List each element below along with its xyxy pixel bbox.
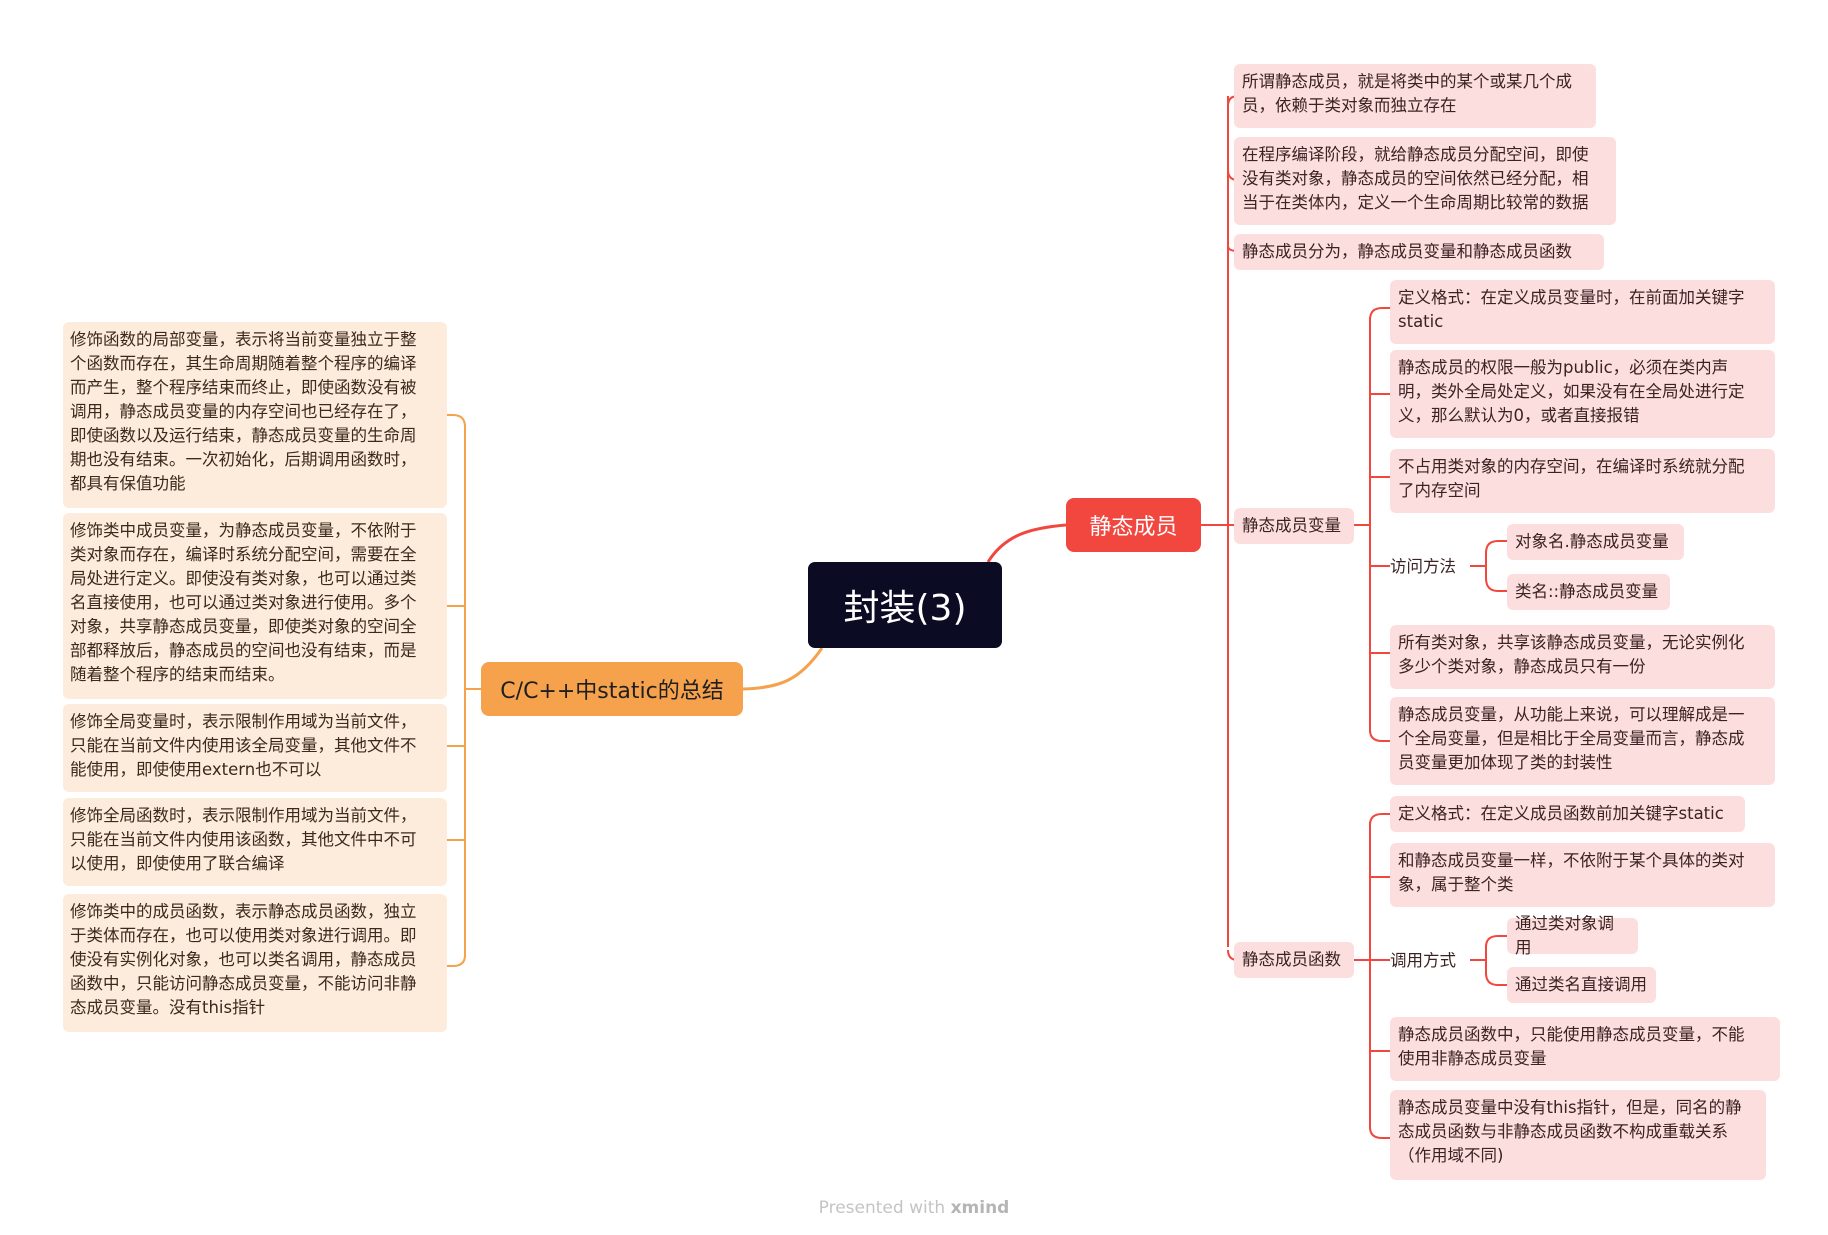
leaf-function-definition[interactable]: 定义格式：在定义成员函数前加关键字static: [1390, 796, 1745, 832]
topic-static-function[interactable]: 静态成员函数: [1234, 942, 1354, 978]
leaf-variable-shared[interactable]: 所有类对象，共享该静态成员变量，无论实例化 多少个类对象，静态成员只有一份: [1390, 625, 1775, 689]
topic-static-variable[interactable]: 静态成员变量: [1234, 508, 1354, 544]
topic-static-summary[interactable]: C/C++中static的总结: [481, 662, 743, 716]
topic-access-method[interactable]: 访问方法: [1390, 557, 1456, 576]
leaf-summary-member-variable[interactable]: 修饰类中成员变量，为静态成员变量，不依附于 类对象而存在，编译时系统分配空间，需…: [63, 513, 447, 699]
leaf-summary-global-variable[interactable]: 修饰全局变量时，表示限制作用域为当前文件， 只能在当前文件内使用该全局变量，其他…: [63, 704, 447, 792]
leaf-function-class-level[interactable]: 和静态成员变量一样，不依附于某个具体的类对 象，属于整个类: [1390, 843, 1775, 907]
leaf-function-static-only[interactable]: 静态成员函数中，只能使用静态成员变量，不能 使用非静态成员变量: [1390, 1017, 1780, 1081]
leaf-access-by-object[interactable]: 对象名.静态成员变量: [1507, 524, 1684, 560]
leaf-call-by-object[interactable]: 通过类对象调用: [1507, 914, 1638, 957]
leaf-summary-global-function[interactable]: 修饰全局函数时，表示限制作用域为当前文件， 只能在当前文件内使用该函数，其他文件…: [63, 798, 447, 886]
leaf-summary-local-variable[interactable]: 修饰函数的局部变量，表示将当前变量独立于整 个函数而存在，其生命周期随着整个程序…: [63, 322, 447, 508]
root-topic[interactable]: 封装(3): [808, 562, 1002, 648]
leaf-static-intro-1[interactable]: 所谓静态成员，就是将类中的某个或某几个成 员，依赖于类对象而独立存在: [1234, 64, 1596, 128]
leaf-variable-memory[interactable]: 不占用类对象的内存空间，在编译时系统就分配 了内存空间: [1390, 449, 1775, 513]
connector-root-static-members: [986, 523, 1067, 563]
leaf-variable-definition[interactable]: 定义格式：在定义成员变量时，在前面加关键字 static: [1390, 280, 1775, 344]
xmind-watermark: Presented with xmind: [0, 1198, 1828, 1218]
footer-prefix: Presented with: [818, 1198, 946, 1218]
topic-call-method[interactable]: 调用方式: [1390, 951, 1456, 970]
connector-red-trunk: [1201, 96, 1229, 947]
connector-function-trunk: [1354, 822, 1371, 1129]
leaf-access-by-class[interactable]: 类名::静态成员变量: [1507, 574, 1670, 610]
connector-variable-trunk: [1354, 317, 1371, 732]
leaf-function-no-this[interactable]: 静态成员变量中没有this指针，但是，同名的静 态成员函数与非静态成员函数不构成…: [1390, 1090, 1766, 1180]
leaf-variable-global-like[interactable]: 静态成员变量，从功能上来说，可以理解成是一 个全局变量，但是相比于全局变量而言，…: [1390, 697, 1775, 785]
leaf-variable-access-rule[interactable]: 静态成员的权限一般为public，必须在类内声 明，类外全局处定义，如果没有在全…: [1390, 350, 1775, 438]
topic-static-members[interactable]: 静态成员: [1066, 498, 1201, 552]
connector-root-static-summary: [742, 647, 824, 691]
leaf-summary-member-function[interactable]: 修饰类中的成员函数，表示静态成员函数，独立 于类体而存在，也可以使用类对象进行调…: [63, 894, 447, 1032]
leaf-call-by-class[interactable]: 通过类名直接调用: [1507, 967, 1656, 1003]
leaf-static-intro-2[interactable]: 在程序编译阶段，就给静态成员分配空间，即使 没有类对象，静态成员的空间依然已经分…: [1234, 137, 1616, 225]
leaf-static-intro-3[interactable]: 静态成员分为，静态成员变量和静态成员函数: [1234, 234, 1604, 270]
footer-brand: xmind: [950, 1198, 1010, 1218]
connector-summary-trunk: [464, 425, 481, 958]
